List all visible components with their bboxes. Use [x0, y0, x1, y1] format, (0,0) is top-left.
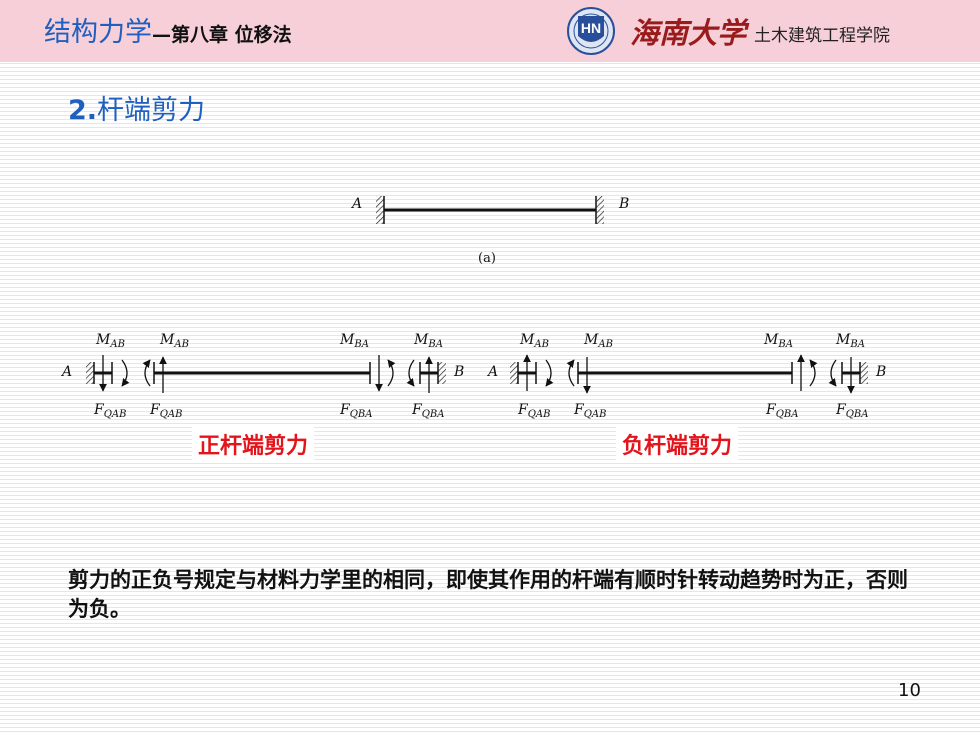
neg-moment-label-3: MBA: [763, 332, 793, 350]
pos-moment-arrow-3: [387, 359, 396, 387]
pos-moment-arrow-4: [406, 359, 415, 387]
positive-shear-caption: 正杆端剪力: [192, 426, 315, 462]
pos-shear-label-3: FQBA: [339, 402, 373, 420]
neg-moment-label-2: MAB: [583, 332, 613, 350]
negative-shear-diagram: A B MAB MAB MBA MBA FQAB FQAB FQBA FQBA: [486, 332, 886, 420]
positive-shear-diagram: A B MAB MAB MBA MBA FQAB FQAB FQBA FQBA: [60, 332, 464, 420]
pos-moment-label-1: MAB: [95, 332, 125, 350]
pos-moment-label-4: MBA: [413, 332, 443, 350]
pos-moment-label-2: MAB: [159, 332, 189, 350]
beam-diagram: A B (a) A B MAB MAB MBA MBA FQAB FQAB FQ…: [60, 196, 886, 420]
negative-shear-caption: 负杆端剪力: [616, 426, 739, 462]
neg-moment-arrow-1: [545, 359, 554, 387]
neg-support-right: [860, 362, 868, 384]
neg-shear-label-1: FQAB: [517, 402, 551, 420]
body-paragraph: 剪力的正负号规定与材料力学里的相同，即使其作用的杆端有顺时针转动趋势时为正，否则…: [68, 568, 908, 621]
pos-shear-label-4: FQBA: [411, 402, 445, 420]
course-title: 结构力学—第八章 位移法: [44, 10, 292, 49]
university-name: 海南大学: [630, 16, 747, 50]
pos-label-b: B: [453, 364, 464, 380]
neg-shear-label-3: FQBA: [765, 402, 799, 420]
pos-moment-arrow-2: [142, 359, 151, 387]
section-title: 2.杆端剪力: [68, 88, 205, 127]
fixed-support-left: [376, 196, 384, 224]
neg-moment-arrow-3: [809, 359, 818, 387]
page-number: 10: [898, 680, 921, 701]
pos-label-a: A: [60, 364, 72, 380]
pos-moment-arrow-1: [121, 359, 130, 387]
neg-label-b: B: [875, 364, 886, 380]
chapter-title: —第八章 位移法: [152, 24, 292, 46]
figure-a-caption: (a): [478, 251, 496, 266]
logo-text: HN: [581, 20, 601, 36]
fixed-support-right: [596, 196, 604, 224]
pos-support-left: [86, 362, 94, 384]
figure-a: A B (a): [350, 196, 629, 266]
label-a: A: [350, 196, 362, 212]
section-number: 2.: [68, 95, 98, 126]
pos-moment-label-3: MBA: [339, 332, 369, 350]
pos-support-right: [438, 362, 446, 384]
course-name: 结构力学: [44, 17, 152, 48]
neg-moment-label-1: MAB: [519, 332, 549, 350]
pos-shear-label-2: FQAB: [149, 402, 183, 420]
neg-shear-label-2: FQAB: [573, 402, 607, 420]
university-logo-icon: HN: [567, 7, 615, 55]
pos-shear-label-1: FQAB: [93, 402, 127, 420]
section-heading: 杆端剪力: [97, 95, 206, 126]
college-name: 土木建筑工程学院: [754, 26, 890, 46]
neg-support-left: [510, 362, 518, 384]
neg-moment-arrow-4: [828, 359, 837, 387]
neg-label-a: A: [486, 364, 498, 380]
neg-shear-label-4: FQBA: [835, 402, 869, 420]
header-bar: 结构力学—第八章 位移法 HN 海南大学 土木建筑工程学院: [0, 0, 980, 62]
neg-moment-arrow-2: [566, 359, 575, 387]
neg-moment-label-4: MBA: [835, 332, 865, 350]
label-b: B: [618, 196, 629, 212]
